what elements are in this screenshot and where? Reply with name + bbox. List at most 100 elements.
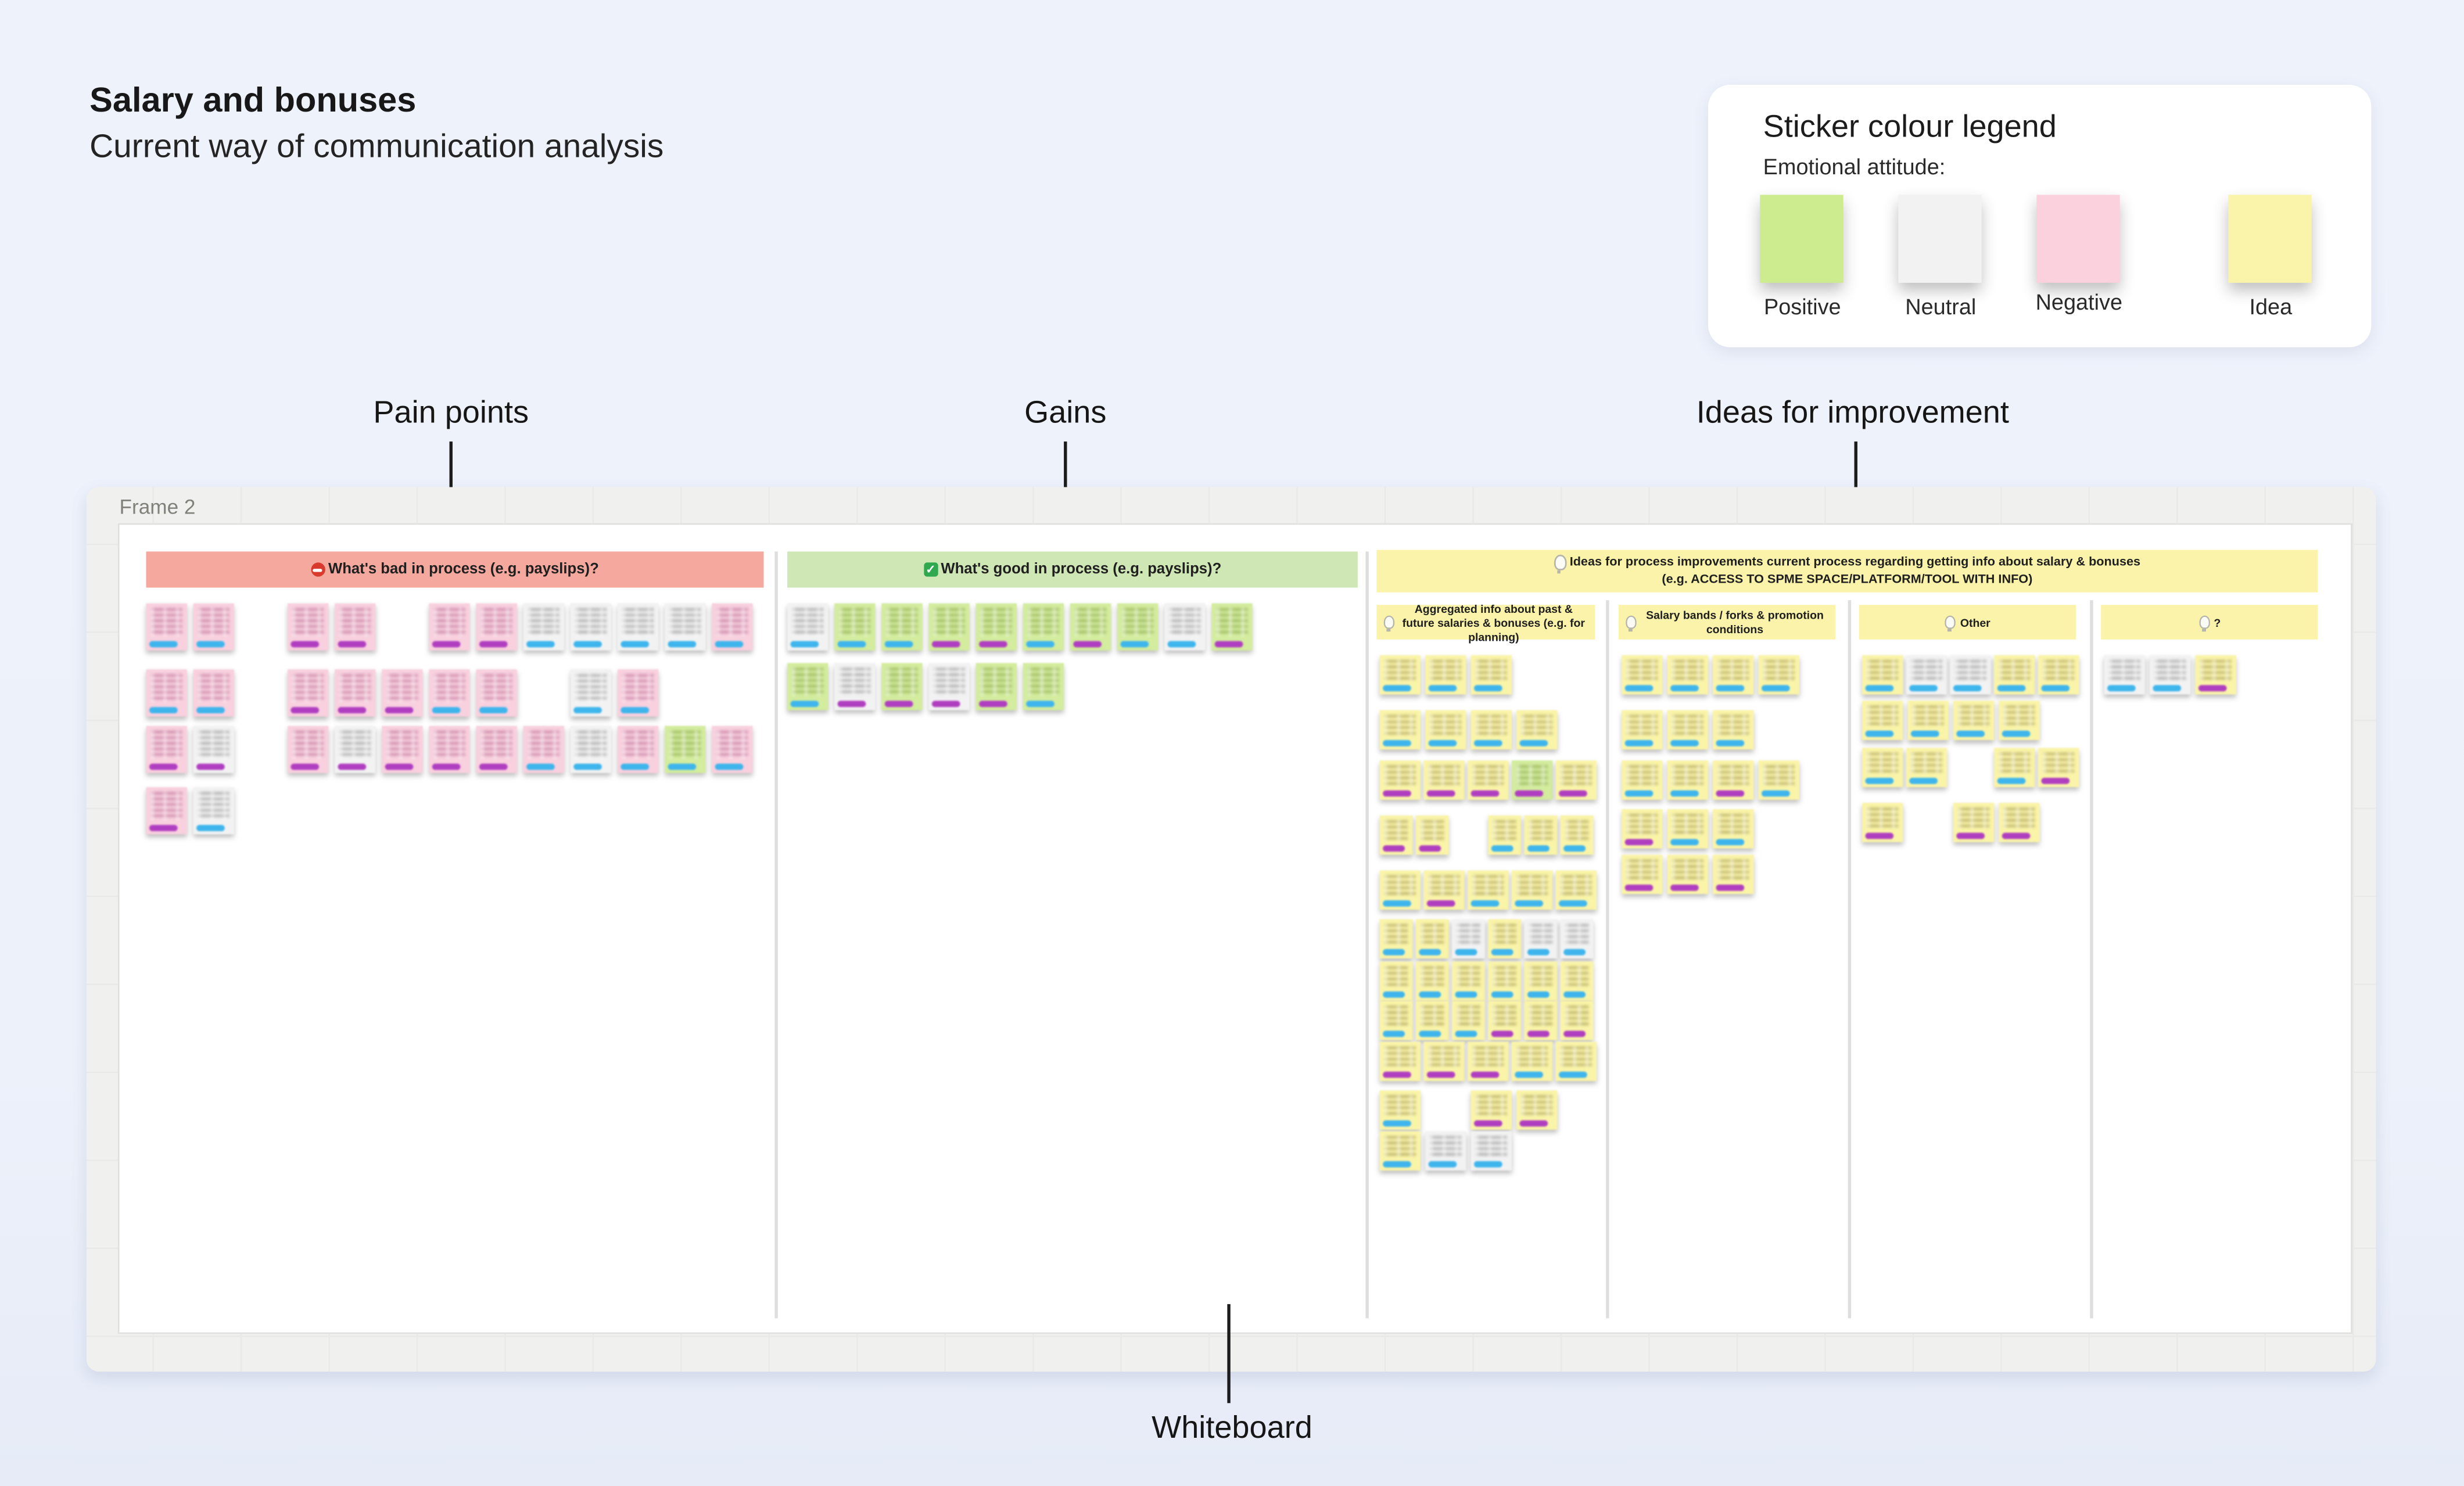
- sticky-note[interactable]: [1423, 760, 1465, 800]
- note-tag[interactable]: [1670, 884, 1699, 891]
- note-tag[interactable]: [1624, 838, 1653, 846]
- sticky-note[interactable]: [193, 726, 235, 773]
- sticky-note[interactable]: [2104, 655, 2145, 695]
- sticky-note[interactable]: [1415, 1000, 1449, 1040]
- note-tag[interactable]: [1383, 684, 1411, 692]
- note-tag[interactable]: [1563, 990, 1586, 998]
- sticky-note[interactable]: [1379, 1000, 1413, 1040]
- sticky-note[interactable]: [834, 603, 876, 651]
- note-tag[interactable]: [149, 706, 177, 713]
- note-tag[interactable]: [1515, 1071, 1543, 1078]
- sticky-note[interactable]: [1560, 815, 1594, 855]
- note-tag[interactable]: [1716, 739, 1744, 746]
- note-tag[interactable]: [1214, 640, 1243, 648]
- note-tag[interactable]: [479, 763, 507, 770]
- note-tag[interactable]: [196, 763, 225, 770]
- note-tag[interactable]: [884, 699, 913, 708]
- sticky-note[interactable]: [1379, 1090, 1421, 1130]
- note-tag[interactable]: [385, 706, 413, 713]
- note-tag[interactable]: [715, 763, 743, 770]
- note-tag[interactable]: [479, 640, 507, 648]
- note-tag[interactable]: [290, 763, 319, 770]
- note-tag[interactable]: [1865, 684, 1893, 692]
- note-tag[interactable]: [1490, 1029, 1513, 1038]
- note-tag[interactable]: [1953, 684, 1981, 692]
- note-tag[interactable]: [290, 706, 319, 713]
- sticky-note[interactable]: [1560, 1000, 1594, 1040]
- note-tag[interactable]: [1418, 990, 1441, 998]
- sticky-note[interactable]: [1425, 710, 1466, 750]
- note-tag[interactable]: [1559, 1071, 1587, 1078]
- sticky-note[interactable]: [1555, 1042, 1597, 1081]
- sticky-note[interactable]: [1622, 855, 1663, 894]
- sticky-note[interactable]: [665, 726, 706, 773]
- column-header-whats-good[interactable]: ✓ What's good in process (e.g. payslips)…: [787, 551, 1358, 588]
- sticky-note[interactable]: [1667, 760, 1709, 800]
- note-tag[interactable]: [1454, 990, 1477, 998]
- note-tag[interactable]: [2041, 777, 2070, 784]
- note-tag[interactable]: [1559, 899, 1587, 907]
- sticky-note[interactable]: [1622, 655, 1663, 695]
- note-tag[interactable]: [1519, 1119, 1548, 1127]
- note-tag[interactable]: [1427, 789, 1455, 797]
- note-tag[interactable]: [1454, 1029, 1477, 1038]
- note-tag[interactable]: [1997, 777, 2025, 784]
- note-tag[interactable]: [837, 699, 866, 708]
- sticky-note[interactable]: [787, 663, 828, 710]
- note-tag[interactable]: [1428, 739, 1457, 746]
- note-tag[interactable]: [1716, 684, 1744, 692]
- sticky-note[interactable]: [570, 726, 612, 773]
- note-tag[interactable]: [1563, 948, 1586, 956]
- sticky-note[interactable]: [429, 726, 470, 773]
- sticky-note[interactable]: [1470, 655, 1512, 695]
- sticky-note[interactable]: [1488, 1000, 1522, 1040]
- sticky-note[interactable]: [1862, 748, 1903, 788]
- sticky-note[interactable]: [1023, 603, 1064, 651]
- column-header-ideas[interactable]: Ideas for process improvements current p…: [1376, 550, 2318, 593]
- sticky-note[interactable]: [382, 726, 423, 773]
- sticky-note[interactable]: [1862, 655, 1903, 695]
- note-tag[interactable]: [1120, 640, 1149, 648]
- sticky-note[interactable]: [1555, 760, 1597, 800]
- note-tag[interactable]: [1490, 990, 1513, 998]
- note-tag[interactable]: [1515, 899, 1543, 907]
- sticky-note[interactable]: [146, 603, 187, 651]
- sticky-note[interactable]: [429, 603, 470, 651]
- sticky-note[interactable]: [1379, 961, 1413, 1001]
- note-tag[interactable]: [1527, 990, 1550, 998]
- sticky-note[interactable]: [476, 669, 517, 717]
- sticky-note[interactable]: [1560, 919, 1594, 959]
- sticky-note[interactable]: [617, 669, 659, 717]
- sticky-note[interactable]: [287, 669, 329, 717]
- sticky-note[interactable]: [1452, 1000, 1485, 1040]
- note-tag[interactable]: [1474, 739, 1502, 746]
- sticky-note[interactable]: [617, 726, 659, 773]
- sticky-note[interactable]: [1667, 809, 1709, 849]
- sticky-note[interactable]: [712, 726, 753, 773]
- sticky-note[interactable]: [1415, 961, 1449, 1001]
- note-tag[interactable]: [621, 640, 649, 648]
- sticky-note[interactable]: [928, 663, 970, 710]
- sticky-note[interactable]: [1415, 919, 1449, 959]
- sticky-note[interactable]: [1379, 870, 1421, 910]
- sticky-note[interactable]: [193, 787, 235, 835]
- note-tag[interactable]: [1383, 739, 1411, 746]
- sticky-note[interactable]: [382, 669, 423, 717]
- sticky-note[interactable]: [1953, 701, 1995, 740]
- note-tag[interactable]: [149, 824, 177, 831]
- sticky-note[interactable]: [287, 603, 329, 651]
- sticky-note[interactable]: [1516, 1090, 1558, 1130]
- note-tag[interactable]: [1454, 948, 1477, 956]
- note-tag[interactable]: [432, 763, 460, 770]
- sticky-note[interactable]: [1468, 760, 1509, 800]
- note-tag[interactable]: [790, 699, 819, 708]
- note-tag[interactable]: [1909, 684, 1938, 692]
- note-tag[interactable]: [668, 763, 696, 770]
- sticky-note[interactable]: [1452, 919, 1485, 959]
- sticky-note[interactable]: [1524, 919, 1558, 959]
- sticky-note[interactable]: [1862, 803, 1903, 842]
- sticky-note[interactable]: [146, 669, 187, 717]
- sticky-note[interactable]: [335, 726, 376, 773]
- subcolumn-header-salary-bands[interactable]: Salary bands / forks & promotion conditi…: [1618, 605, 1836, 640]
- note-tag[interactable]: [1519, 739, 1548, 746]
